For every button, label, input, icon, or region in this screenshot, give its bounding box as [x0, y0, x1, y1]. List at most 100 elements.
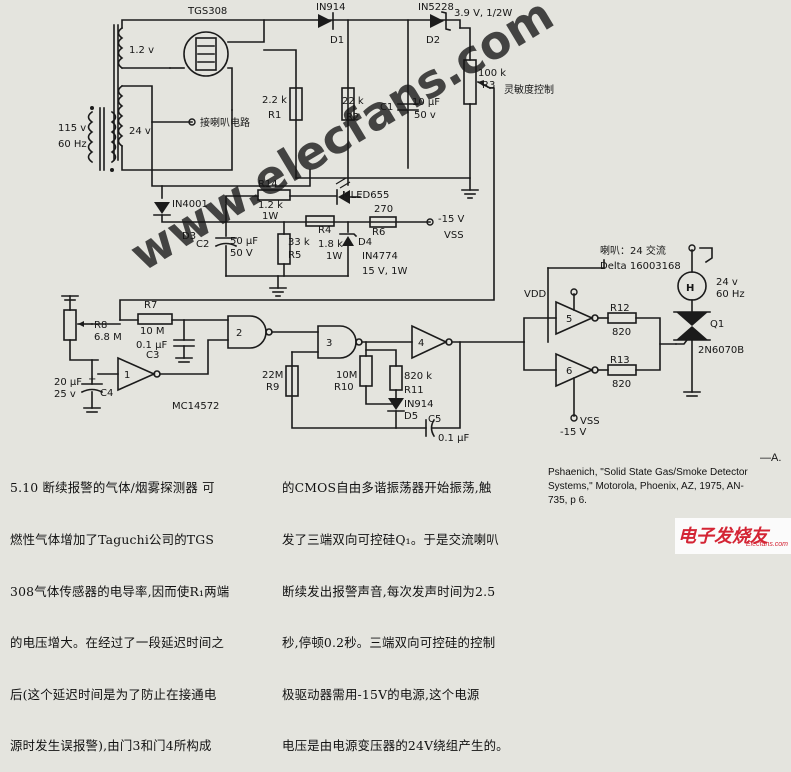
diode-d1: [318, 12, 334, 30]
r1-ref: R1: [268, 110, 281, 121]
d1-part: IN914: [316, 2, 346, 13]
svg-text:6: 6: [566, 366, 572, 377]
r5-value: 33 k: [288, 237, 310, 248]
r1-value: 2.2 k: [262, 95, 287, 106]
r14-ref: R14: [258, 179, 278, 190]
triac-q1: [673, 311, 711, 345]
transformer: [87, 24, 124, 172]
r6-ref: R6: [372, 227, 385, 238]
r4-value: 1.8 k: [318, 239, 343, 250]
description-line: 5.10 断续报警的气体/烟雾探测器 可: [10, 480, 215, 496]
c2-value: 50 μF: [230, 236, 258, 247]
c2-voltage: 50 V: [230, 248, 253, 259]
sensor-label: TGS308: [187, 6, 227, 17]
svg-text:1: 1: [124, 370, 130, 381]
horn-part: Delta 16003168: [600, 261, 681, 272]
description-line: 燃性气体增加了Taguchi公司的TGS: [10, 532, 215, 548]
description-line: 电压是由电源变压器的24V绕组产生的。: [282, 738, 509, 754]
transformer-input-frequency: 60 Hz: [58, 139, 87, 150]
svg-text:2: 2: [236, 328, 242, 339]
vss-top-voltage: -15 V: [438, 214, 465, 225]
r14-wattage: 1W: [262, 211, 278, 222]
c3-value: 0.1 μF: [136, 340, 167, 351]
gas-sensor: [169, 19, 265, 111]
reference-signature: —A.: [760, 452, 782, 464]
d2-ref: D2: [426, 35, 440, 46]
c4-voltage: 25 v: [54, 389, 76, 400]
reference-citation: Pshaenich, "Solid State Gas/Smoke Detect…: [548, 467, 748, 506]
description-line: 秒,停顿0.2秒。三端双向可控硅的控制: [282, 635, 496, 651]
c4-ref: C4: [100, 388, 113, 399]
horn-spec: 喇叭：24 交流: [600, 244, 666, 257]
logo-english: Elecfans.com: [746, 541, 789, 548]
description-line: 断续发出报警声音,每次发声时间为2.5: [282, 583, 496, 599]
svg-text:5: 5: [566, 314, 572, 325]
vdd-label: VDD: [524, 289, 547, 300]
r13-value: 820: [612, 379, 631, 390]
vss-bottom-voltage: -15 V: [560, 427, 587, 438]
d4-part: IN4774: [362, 251, 398, 262]
c5-ref: C5: [428, 414, 441, 425]
gate-4: 4: [411, 324, 453, 360]
horn-symbol: H: [686, 283, 694, 294]
led-part: MLED655: [342, 190, 389, 201]
svg-text:3: 3: [326, 338, 332, 349]
gate-5: 5: [555, 300, 599, 336]
r12-value: 820: [612, 327, 631, 338]
r7-ref: R7: [144, 300, 157, 311]
transformer-input-voltage: 115 v: [58, 123, 86, 134]
horn-voltage: 24 v: [716, 277, 738, 288]
r14-value: 1.2 k: [258, 200, 283, 211]
site-logo: 电子发烧友 Elecfans.com: [675, 518, 791, 554]
r4-ref: R4: [318, 225, 331, 236]
q1-ref: Q1: [710, 319, 724, 330]
r11-value: 820 k: [404, 371, 432, 382]
r4-wattage: 1W: [326, 251, 342, 262]
c1-ref: C1: [380, 102, 393, 113]
vss-bottom-label: VSS: [580, 416, 600, 427]
r7-value: 10 M: [140, 326, 165, 337]
r10-ref: R10: [334, 382, 354, 393]
d4-rating: 15 V, 1W: [362, 266, 407, 277]
description-line: 发了三端双向可控硅Q₁。于是交流喇叭: [282, 532, 499, 548]
c4-plus: +: [88, 374, 96, 385]
d4-ref: D4: [358, 237, 372, 248]
c1-value: 10 μF: [412, 97, 440, 108]
r9-ref: R9: [266, 382, 279, 393]
horn-circuit-note: 接喇叭电路: [200, 116, 250, 129]
r13-ref: R13: [610, 355, 630, 366]
r3-value: 100 k: [478, 68, 506, 79]
r2-ref: R2: [346, 112, 359, 123]
r3-ref: R3: [482, 80, 495, 91]
d1-ref: D1: [330, 35, 344, 46]
r11-ref: R11: [404, 385, 424, 396]
c5-value: 0.1 μF: [438, 433, 469, 444]
ic-label: MC14572: [172, 401, 219, 412]
zener-d2: [430, 11, 451, 31]
d3-ref: D3: [182, 231, 196, 242]
circuit-schematic: 115 v 60 Hz 1.2 v 24 v 接喇叭电路 TGS308 IN91…: [54, 0, 745, 444]
d3-part: IN4001: [172, 199, 208, 210]
r2-value: 22 k: [342, 96, 364, 107]
c3-ref: C3: [146, 350, 159, 361]
description-line: 的CMOS自由多谐振荡器开始振荡,触: [282, 480, 492, 496]
vss-top-label: VSS: [444, 230, 464, 241]
r9-value: 22M: [262, 370, 283, 381]
c1-voltage: 50 v: [414, 110, 436, 121]
c4-value: 20 μF: [54, 377, 82, 388]
c2-ref: C2: [196, 239, 209, 250]
q1-part: 2N6070B: [698, 345, 744, 356]
r8-ref: R8: [94, 320, 107, 331]
sensitivity-control: 灵敏度控制: [504, 83, 554, 96]
gate-3: 3: [317, 325, 363, 359]
horn-frequency: 60 Hz: [716, 289, 745, 300]
r10-value: 10M: [336, 370, 357, 381]
gate-1: 1: [97, 356, 161, 392]
description-line: 极驱动器需用-15V的电源,这个电源: [282, 686, 480, 702]
logo-chinese: 电子发烧友: [678, 526, 768, 547]
svg-text:4: 4: [418, 338, 424, 349]
r8-value: 6.8 M: [94, 332, 122, 343]
secondary-winding-voltage: 24 v: [129, 126, 151, 137]
gate-6: 6: [555, 352, 599, 388]
heater-winding-voltage: 1.2 v: [129, 45, 154, 56]
